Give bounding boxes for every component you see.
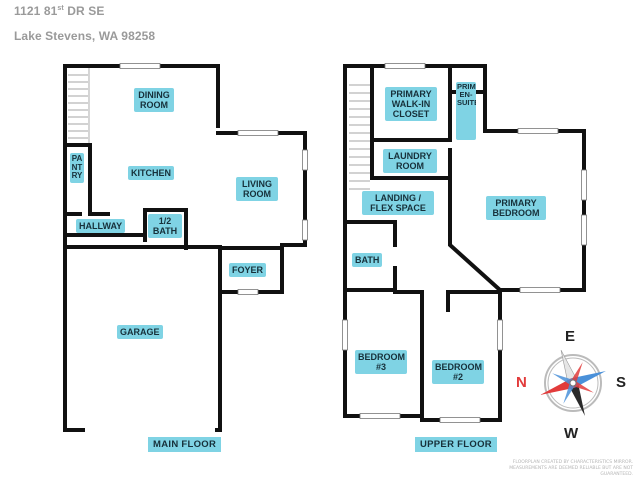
compass-west-letter: W — [564, 425, 579, 442]
room-label-primary-en-suite: PRIMARY EN-SUITE — [456, 82, 476, 140]
room-label-kitchen: KITCHEN — [128, 166, 174, 180]
room-label-bedroom-2: BEDROOM #2 — [432, 360, 484, 384]
address-line-2: Lake Stevens, WA 98258 — [14, 29, 156, 43]
main-floor-label: MAIN FLOOR — [148, 437, 222, 452]
address-line-1: 1121 81st DR SE — [14, 4, 105, 18]
room-label-half-bath: 1/2 BATH — [148, 214, 182, 238]
room-label-primary-walk-in-closet: PRIMARY WALK-IN CLOSET — [385, 87, 437, 121]
floorplan-credit: FLOORPLAN CREATED BY CHARACTERISTICS MIR… — [509, 460, 633, 477]
room-label-bath: BATH — [352, 253, 383, 267]
room-label-garage: GARAGE — [117, 325, 163, 339]
room-label-dining-room: DINING ROOM — [134, 88, 174, 112]
room-label-foyer: FOYER — [229, 263, 267, 277]
room-label-bedroom-3: BEDROOM #3 — [355, 350, 407, 374]
room-label-primary-bedroom: PRIMARY BEDROOM — [486, 196, 546, 220]
compass-east-letter: E — [565, 328, 576, 345]
room-label-pantry: PANTRY — [70, 153, 84, 183]
room-label-living-room: LIVING ROOM — [236, 177, 278, 201]
room-label-hallway: HALLWAY — [76, 219, 126, 233]
room-label-laundry-room: LAUNDRY ROOM — [383, 149, 437, 173]
compass-north-letter: N — [516, 374, 527, 391]
upper-floor-label: UPPER FLOOR — [415, 437, 497, 452]
compass-south-letter: S — [616, 374, 627, 391]
room-label-landing-flex-space: LANDING / FLEX SPACE — [362, 191, 434, 215]
